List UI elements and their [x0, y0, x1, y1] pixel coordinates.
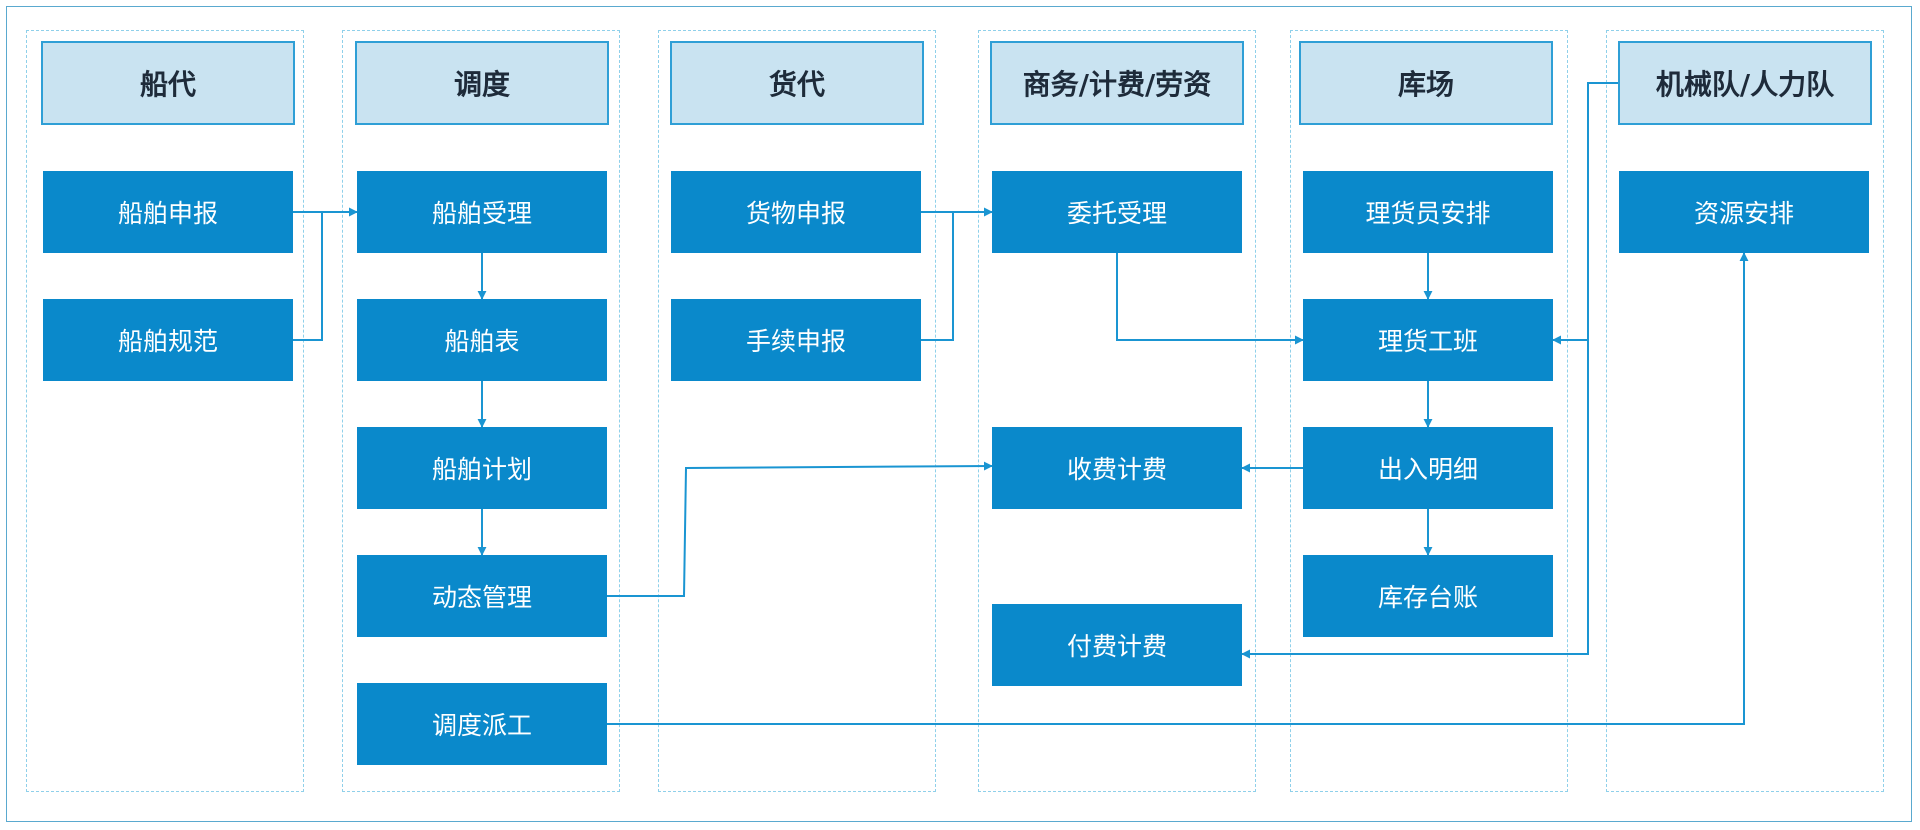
lane-yard — [1290, 30, 1568, 792]
node-dispatch-work: 调度派工 — [357, 683, 607, 765]
lane-header-shipagent: 船代 — [41, 41, 295, 125]
node-commission-accept: 委托受理 — [992, 171, 1242, 253]
node-cargo-declare: 货物申报 — [671, 171, 921, 253]
node-tally-team: 理货工班 — [1303, 299, 1553, 381]
node-tally-arrange: 理货员安排 — [1303, 171, 1553, 253]
node-inventory-ledger: 库存台账 — [1303, 555, 1553, 637]
node-ship-table: 船舶表 — [357, 299, 607, 381]
lane-header-freight: 货代 — [670, 41, 924, 125]
node-charge-billing: 收费计费 — [992, 427, 1242, 509]
node-procedure-declare: 手续申报 — [671, 299, 921, 381]
node-ship-spec: 船舶规范 — [43, 299, 293, 381]
node-ship-plan: 船舶计划 — [357, 427, 607, 509]
node-ship-declare: 船舶申报 — [43, 171, 293, 253]
lane-header-commerce: 商务/计费/劳资 — [990, 41, 1244, 125]
lane-dispatch — [342, 30, 620, 792]
diagram-frame — [6, 6, 1912, 822]
lane-header-dispatch: 调度 — [355, 41, 609, 125]
lane-shipagent — [26, 30, 304, 792]
node-inout-detail: 出入明细 — [1303, 427, 1553, 509]
node-payment-billing: 付费计费 — [992, 604, 1242, 686]
lane-header-yard: 库场 — [1299, 41, 1553, 125]
node-ship-accept: 船舶受理 — [357, 171, 607, 253]
lane-machinery — [1606, 30, 1884, 792]
node-dynamic-mgmt: 动态管理 — [357, 555, 607, 637]
node-resource-arrange: 资源安排 — [1619, 171, 1869, 253]
lane-freight — [658, 30, 936, 792]
lane-header-machinery: 机械队/人力队 — [1618, 41, 1872, 125]
